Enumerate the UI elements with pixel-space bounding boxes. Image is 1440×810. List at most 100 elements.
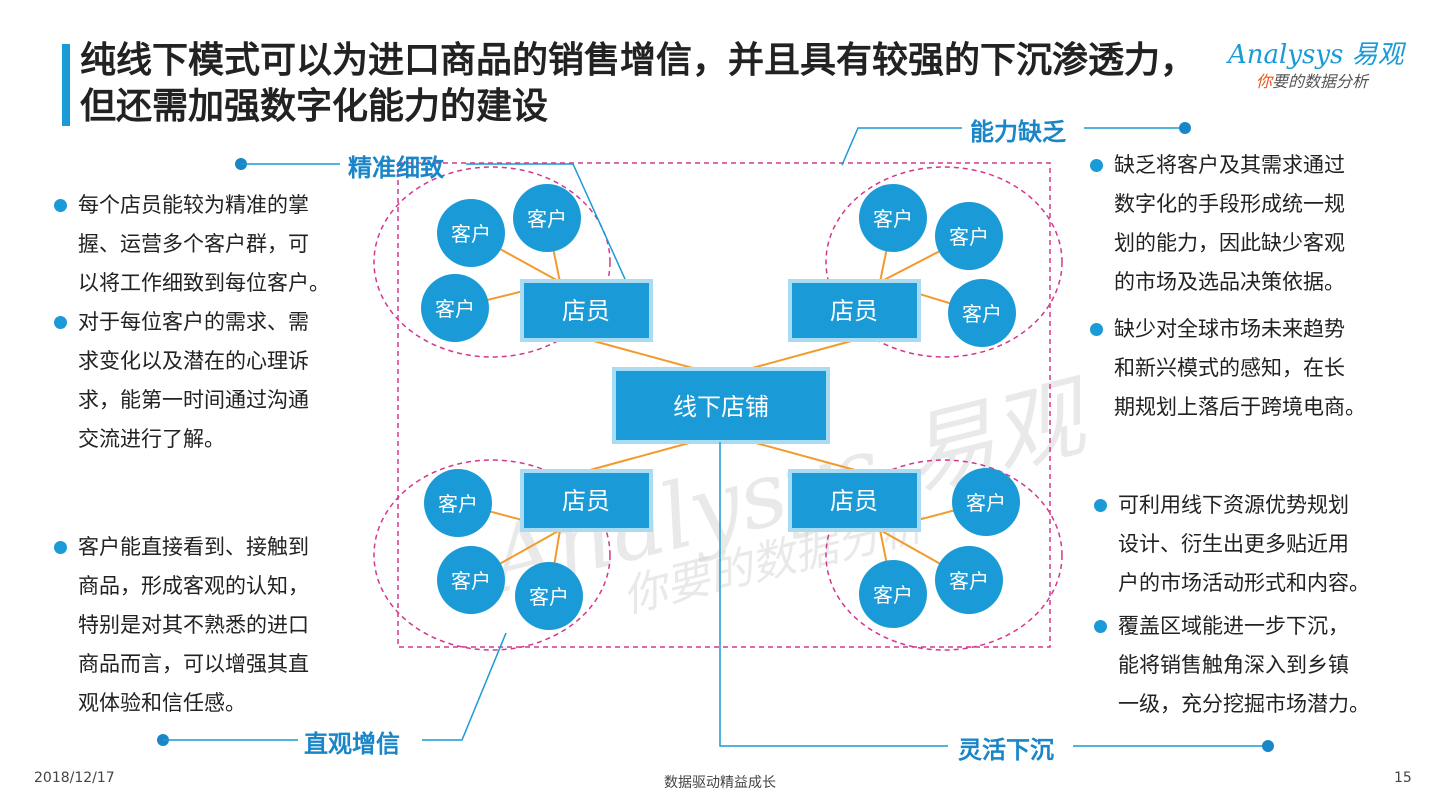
bullet-line: 观体验和信任感。 (78, 691, 246, 715)
bullet-line: 特别是对其不熟悉的进口 (78, 613, 309, 637)
bullets-bottom-right: 可利用线下资源优势规划 设计、衍生出更多贴近用 户的市场活动形式和内容。 覆盖区… (1094, 486, 1424, 724)
customer-circle (424, 469, 492, 537)
tagline-rest: 要的数据分析 (1272, 72, 1369, 91)
bullet-dot (1090, 323, 1103, 336)
center-node-label: 线下店铺 (673, 393, 769, 421)
callout-bottom-right (719, 442, 1274, 752)
bullet-line: 覆盖区域能进一步下沉， (1118, 614, 1349, 638)
customer-label: 客户 (873, 207, 913, 231)
heading-lack-capability: 能力缺乏 (970, 118, 1066, 146)
customer-circle (935, 546, 1003, 614)
customer-label: 客户 (527, 207, 567, 231)
customer-label: 客户 (438, 492, 478, 516)
bullet-item: 覆盖区域能进一步下沉， 能将销售触角深入到乡镇 一级，充分挖掘市场潜力。 (1094, 607, 1424, 724)
bullet-line: 户的市场活动形式和内容。 (1118, 571, 1370, 595)
bullet-line: 能将销售触角深入到乡镇 (1118, 653, 1349, 677)
bullet-line: 设计、衍生出更多贴近用 (1118, 532, 1349, 556)
bullet-line: 期规划上落后于跨境电商。 (1114, 395, 1366, 419)
bullet-item: 客户能直接看到、接触到 商品，形成客观的认知， 特别是对其不熟悉的进口 商品而言… (54, 528, 384, 723)
customer-circle (513, 184, 581, 252)
group-ellipse-bottom-left (373, 459, 611, 651)
bullet-dot (54, 316, 67, 329)
bullet-line: 和新兴模式的感知，在长 (1114, 356, 1345, 380)
clerk-node-bottom-left (520, 469, 653, 532)
clerk-node-top-right (788, 279, 921, 342)
bullet-line: 的市场及选品决策依据。 (1114, 270, 1345, 294)
bullet-item: 对于每位客户的需求、需 求变化以及潜在的心理诉 求，能第一时间通过沟通 交流进行… (54, 303, 384, 459)
customer-label: 客户 (451, 569, 491, 593)
bullet-item: 可利用线下资源优势规划 设计、衍生出更多贴近用 户的市场活动形式和内容。 (1094, 486, 1424, 603)
title-accent-bar (62, 44, 70, 126)
clerk-label: 店员 (830, 297, 878, 325)
customer-circle (952, 468, 1020, 536)
page-title: 纯线下模式可以为进口商品的销售增信，并且具有较强的下沉渗透力，但还需加强数字化能… (80, 40, 1197, 127)
heading-sink: 灵活下沉 (958, 736, 1054, 764)
customer-circle (859, 184, 927, 252)
bullet-line: 商品而言，可以增强其直 (78, 652, 309, 676)
bullet-line: 求，能第一时间通过沟通 (78, 388, 309, 412)
footer-slogan: 数据驱动精益成长 (664, 775, 776, 791)
callout-top-left (235, 158, 626, 280)
bullet-line: 商品，形成客观的认知， (78, 574, 309, 598)
heading-trust: 直观增信 (304, 730, 400, 758)
customer-circle (515, 562, 583, 630)
bullet-line: 可利用线下资源优势规划 (1118, 493, 1349, 517)
clerk-label: 店员 (562, 487, 610, 515)
customer-circle (437, 199, 505, 267)
brand-logo: Analysys 易观 (1228, 40, 1404, 70)
clerk-node-bottom-right (788, 469, 921, 532)
center-node (612, 367, 830, 444)
bullets-top-right: 缺乏将客户及其需求通过 数字化的手段形成统一规 划的能力，因此缺少客观 的市场及… (1090, 146, 1420, 427)
bullet-dot (54, 541, 67, 554)
bullet-line: 一级，充分挖掘市场潜力。 (1118, 692, 1370, 716)
customer-circle (437, 546, 505, 614)
customer-label: 客户 (962, 302, 1002, 326)
bullet-dot (54, 199, 67, 212)
bullet-line: 客户能直接看到、接触到 (78, 535, 309, 559)
callout-bottom-left (157, 632, 507, 746)
bullet-line: 划的能力，因此缺少客观 (1114, 231, 1345, 255)
clerk-node-top-left (520, 279, 653, 342)
customer-circle (935, 202, 1003, 270)
link-center-clerk-br (744, 439, 856, 471)
clerk-label: 店员 (830, 487, 878, 515)
bullet-item: 缺乏将客户及其需求通过 数字化的手段形成统一规 划的能力，因此缺少客观 的市场及… (1090, 146, 1420, 302)
bullet-line: 求变化以及潜在的心理诉 (78, 349, 309, 373)
customer-label: 客户 (966, 491, 1006, 515)
bullet-line: 缺乏将客户及其需求通过 (1114, 153, 1345, 177)
heading-precise: 精准细致 (348, 154, 444, 182)
bullet-line: 以将工作细致到每位客户。 (78, 271, 330, 295)
bullet-line: 数字化的手段形成统一规 (1114, 192, 1345, 216)
callout-top-right (841, 122, 1191, 166)
outer-dashed-frame (397, 162, 1051, 648)
tagline-highlight: 你 (1256, 72, 1273, 91)
bullet-item: 缺少对全球市场未来趋势 和新兴模式的感知，在长 期规划上落后于跨境电商。 (1090, 310, 1420, 427)
customer-circle (421, 274, 489, 342)
bullet-dot (1094, 499, 1107, 512)
customer-circle (948, 279, 1016, 347)
bullet-line: 对于每位客户的需求、需 (78, 310, 309, 334)
group-ellipse-top-left (373, 166, 611, 358)
link-center-clerk-bl (589, 439, 701, 471)
customer-label: 客户 (451, 222, 491, 246)
bullet-line: 交流进行了解。 (78, 427, 225, 451)
bullets-top-left: 每个店员能较为精准的掌 握、运营多个客户群，可 以将工作细致到每位客户。 对于每… (54, 186, 384, 459)
customer-label: 客户 (873, 583, 913, 607)
link-center-clerk-tr (744, 339, 856, 371)
customer-label: 客户 (435, 297, 475, 321)
customer-circle (859, 560, 927, 628)
bullet-line: 握、运营多个客户群，可 (78, 232, 309, 256)
link-center-clerk-tl (589, 339, 701, 371)
customer-label: 客户 (949, 225, 989, 249)
bullet-dot (1094, 620, 1107, 633)
group-ellipse-top-right (825, 166, 1063, 358)
brand-tagline: 你要的数据分析 (1256, 68, 1426, 92)
bullets-bottom-left: 客户能直接看到、接触到 商品，形成客观的认知， 特别是对其不熟悉的进口 商品而言… (54, 528, 384, 723)
footer-page-number: 15 (1394, 770, 1412, 786)
bullet-dot (1090, 159, 1103, 172)
footer-date: 2018/12/17 (34, 770, 115, 786)
bullet-item: 每个店员能较为精准的掌 握、运营多个客户群，可 以将工作细致到每位客户。 (54, 186, 384, 303)
customer-label: 客户 (949, 569, 989, 593)
customer-label: 客户 (529, 585, 569, 609)
